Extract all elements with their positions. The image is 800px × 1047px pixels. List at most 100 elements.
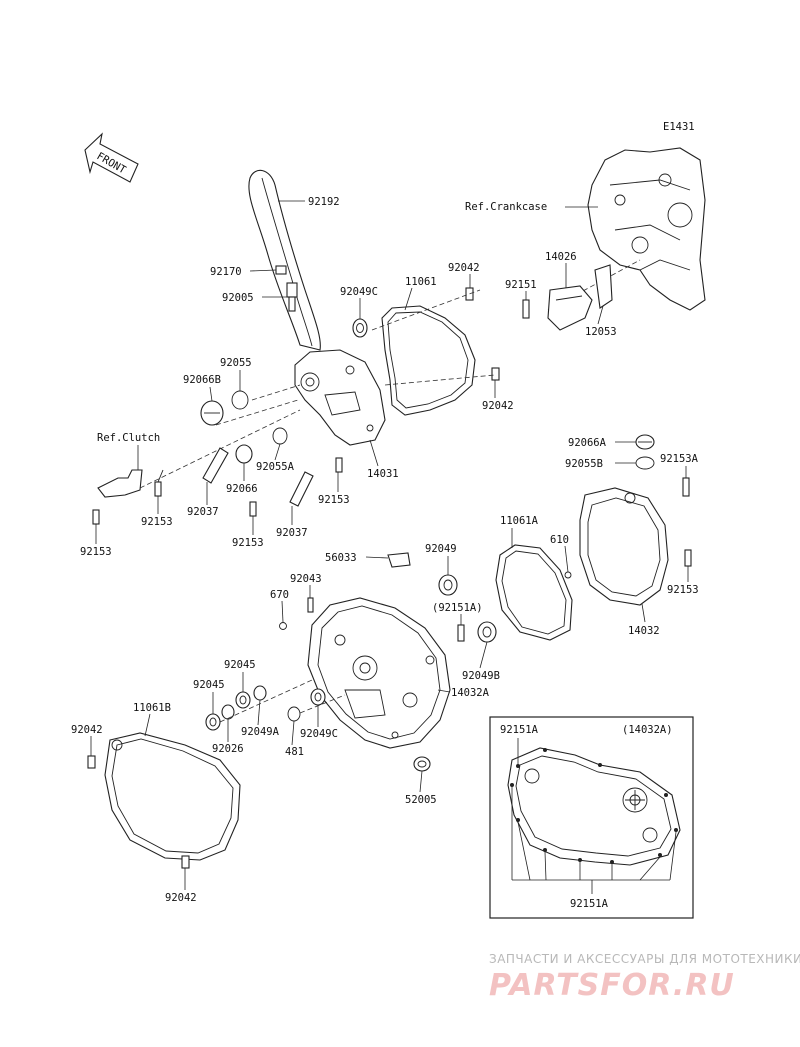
cover-14032a: [307, 597, 451, 749]
inset-label-14032a: (14032A): [622, 724, 673, 736]
bearing-92045-b: [205, 713, 221, 731]
label-11061: 11061: [405, 276, 437, 288]
label-92153-d: 92153: [232, 537, 264, 549]
label-92153-e: 92153: [667, 584, 699, 596]
crankcase-ref-label: Ref.Crankcase: [465, 201, 547, 213]
watermark-logo: PARTSFOR.RU: [489, 968, 735, 1003]
label-92153-a: 92153: [141, 516, 173, 528]
clutch-ref-label: Ref.Clutch: [97, 432, 160, 444]
seal-92049c-low: [310, 688, 326, 706]
label-670: 670: [270, 589, 289, 601]
label-92066b: 92066B: [183, 374, 221, 386]
dowel-92042-mid: [491, 367, 500, 381]
bearing-92045-a: [235, 691, 251, 709]
clutch-ref-drawing: [97, 469, 143, 498]
label-11061b: 11061B: [133, 702, 171, 714]
label-92170: 92170: [210, 266, 242, 278]
label-92049c-low: 92049C: [300, 728, 338, 740]
label-92066a: 92066A: [568, 437, 607, 449]
cap-92066a: [635, 434, 655, 450]
label-92049a: 92049A: [241, 726, 280, 738]
oring-92055b: [635, 456, 655, 470]
fitting-92005: [286, 282, 298, 312]
label-92042-mid: 92042: [482, 400, 514, 412]
dowel-92042-left: [87, 755, 96, 769]
label-92037-b: 92037: [276, 527, 308, 539]
watermark-tagline: ЗАПЧАСТИ И АКСЕССУАРЫ ДЛЯ МОТОТЕХНИКИ: [489, 952, 800, 966]
label-92026: 92026: [212, 743, 244, 755]
pushrod-92037-a: [202, 447, 229, 484]
label-92005: 92005: [222, 292, 254, 304]
label-481: 481: [285, 746, 304, 758]
gasket-11061: [381, 305, 476, 416]
bolt-92153-c: [92, 509, 100, 525]
bolt-92151: [522, 299, 530, 319]
bolt-92153-e: [684, 549, 692, 567]
label-56033: 56033: [325, 552, 357, 564]
label-92151a-paren: (92151A): [432, 602, 483, 614]
crankcase-ref-drawing: [587, 147, 706, 311]
oring-92055: [231, 390, 249, 410]
label-14032a: 14032A: [451, 687, 490, 699]
circlip-670: [279, 622, 287, 630]
label-12053: 12053: [585, 326, 617, 338]
label-610: 610: [550, 534, 569, 546]
label-92043: 92043: [290, 573, 322, 585]
label-14032: 14032: [628, 625, 660, 637]
inset-label-92151a-top: 92151A: [500, 724, 539, 736]
cap-92066: [235, 444, 253, 464]
seal-92049c-top: [352, 318, 368, 338]
pin-92043: [307, 597, 314, 613]
label-92055b: 92055B: [565, 458, 603, 470]
dowel-92042-bottom: [181, 855, 190, 869]
guide-14026: [547, 285, 593, 331]
label-14026: 14026: [545, 251, 577, 263]
bolt-92153-d: [249, 501, 257, 517]
inset-box: [489, 716, 694, 919]
gasket-11061a: [495, 544, 573, 641]
bolt-92151a: [457, 624, 465, 642]
label-92151: 92151: [505, 279, 537, 291]
seal-92049: [438, 574, 458, 596]
collar-92026: [221, 704, 235, 720]
label-92045-a: 92045: [224, 659, 256, 671]
bolt-92153-b: [335, 457, 343, 473]
seal-52005: [413, 756, 431, 772]
seal-92049b: [477, 621, 497, 643]
bolt-92153-a: [154, 469, 164, 497]
label-plate-56033: [387, 552, 411, 568]
label-52005: 52005: [405, 794, 437, 806]
oring-610: [564, 571, 572, 579]
front-arrow-icon: FRONT: [84, 132, 139, 183]
label-92055: 92055: [220, 357, 252, 369]
label-92049: 92049: [425, 543, 457, 555]
label-92153a: 92153A: [660, 453, 699, 465]
seal-92049a: [253, 685, 267, 701]
label-14031: 14031: [367, 468, 399, 480]
inset-label-92151a-bottom: 92151A: [570, 898, 609, 910]
dowel-92042-top: [465, 287, 474, 301]
label-92192: 92192: [308, 196, 340, 208]
label-92066: 92066: [226, 483, 258, 495]
label-92042-bottom: 92042: [165, 892, 197, 904]
hose-clamp: [275, 265, 287, 275]
bolt-92153a: [682, 477, 690, 497]
cover-14032: [579, 487, 669, 606]
label-92049b: 92049B: [462, 670, 500, 682]
cover-14031: [294, 349, 386, 446]
diagram-code: E1431: [663, 121, 695, 133]
label-92042-left: 92042: [71, 724, 103, 736]
cap-92066b: [200, 400, 224, 426]
label-92049c-top: 92049C: [340, 286, 378, 298]
gasket-11061b: [104, 732, 241, 861]
label-92045-b: 92045: [193, 679, 225, 691]
pushrod-92037-b: [289, 471, 314, 507]
oring-481: [287, 706, 301, 722]
oring-92055a: [272, 427, 288, 445]
label-92153-b: 92153: [318, 494, 350, 506]
bracket-12053: [594, 264, 613, 309]
label-92153-c: 92153: [80, 546, 112, 558]
label-92042-top: 92042: [448, 262, 480, 274]
breather-hose: [248, 169, 321, 351]
